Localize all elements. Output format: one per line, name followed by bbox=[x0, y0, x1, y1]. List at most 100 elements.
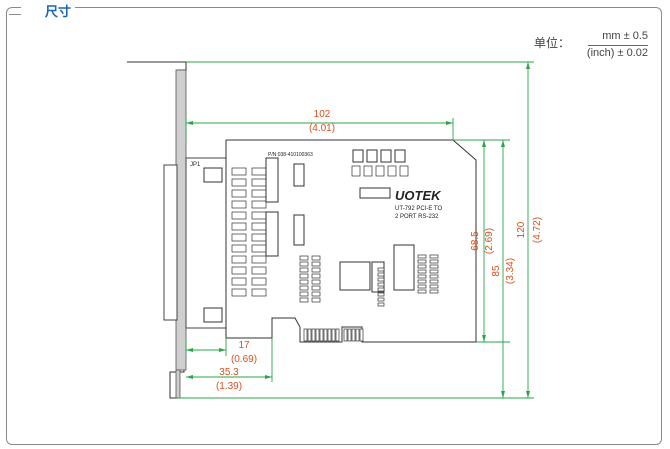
dim-h1-in: (2.69) bbox=[484, 228, 495, 254]
dim-w2-in: (1.39) bbox=[216, 381, 242, 392]
resistor bbox=[231, 222, 247, 231]
resistor bbox=[251, 255, 267, 264]
gold-finger bbox=[319, 328, 324, 342]
resistor bbox=[251, 266, 267, 275]
gold-finger bbox=[307, 328, 312, 342]
gold-finger bbox=[335, 328, 340, 342]
gold-finger bbox=[315, 328, 320, 342]
pin-header bbox=[417, 284, 427, 289]
unit-tolerance-mm: mm ± 0.5 bbox=[602, 30, 648, 42]
dim-width-mm: 102 bbox=[314, 109, 331, 120]
resistor bbox=[231, 211, 247, 220]
dim-h3-in: (4.72) bbox=[532, 217, 543, 243]
gold-finger bbox=[331, 328, 336, 342]
resistor bbox=[251, 167, 267, 176]
pin-header bbox=[417, 259, 427, 264]
gold-finger bbox=[303, 328, 308, 342]
pin-header bbox=[417, 289, 427, 294]
pin-header bbox=[429, 259, 439, 264]
pin-header bbox=[311, 273, 321, 279]
resistor bbox=[251, 222, 267, 231]
pin-header bbox=[377, 287, 385, 292]
pin-header bbox=[429, 264, 439, 269]
unit-tolerance-inch: (inch) ± 0.02 bbox=[586, 47, 648, 59]
resistor bbox=[251, 189, 267, 198]
pin-header bbox=[429, 274, 439, 279]
resistor bbox=[231, 244, 247, 253]
pin-header bbox=[377, 282, 385, 287]
pin-header bbox=[311, 255, 321, 261]
pin-header bbox=[417, 269, 427, 274]
pin-header bbox=[429, 289, 439, 294]
dim-h2-mm: 85 bbox=[491, 265, 502, 277]
unit-divider bbox=[588, 45, 648, 46]
pin-header bbox=[299, 255, 309, 261]
resistor bbox=[231, 167, 247, 176]
dimension-arrows bbox=[186, 62, 530, 398]
pin-header bbox=[299, 261, 309, 267]
pin-header bbox=[299, 273, 309, 279]
pin-header bbox=[417, 274, 427, 279]
pin-header bbox=[377, 267, 385, 272]
pin-header bbox=[299, 285, 309, 291]
brand-logo: UOTEK bbox=[395, 188, 442, 203]
gold-finger bbox=[359, 328, 364, 342]
pin-header bbox=[311, 267, 321, 273]
pcb-outline bbox=[225, 139, 477, 343]
pin-header bbox=[377, 277, 385, 282]
db-connector: JP1 bbox=[163, 157, 227, 329]
gold-finger bbox=[327, 328, 332, 342]
dim-w1-in: (0.69) bbox=[231, 354, 257, 365]
capacitor bbox=[387, 165, 397, 177]
resistor bbox=[251, 288, 267, 297]
dimension-lines bbox=[178, 61, 534, 399]
capacitor bbox=[375, 165, 385, 177]
resistor bbox=[251, 233, 267, 242]
gold-finger bbox=[355, 328, 360, 342]
section-title: 尺寸 bbox=[21, 5, 76, 19]
pin-header bbox=[311, 297, 321, 303]
unit-label: 单位： bbox=[533, 36, 570, 50]
model-line-2: 2 PORT RS-232 bbox=[395, 214, 439, 220]
resistor bbox=[231, 277, 247, 286]
resistor bbox=[231, 266, 247, 275]
resistor bbox=[251, 200, 267, 209]
gold-finger bbox=[311, 328, 316, 342]
capacitor bbox=[351, 165, 361, 177]
drawing-frame: 尺寸 bbox=[6, 5, 662, 445]
capacitor bbox=[399, 165, 409, 177]
dim-h3-mm: 120 bbox=[516, 221, 527, 238]
gold-finger bbox=[343, 328, 348, 342]
dim-w2-mm: 35.3 bbox=[219, 367, 239, 378]
part-number: P/N:038-410100363 bbox=[268, 152, 313, 158]
pin-header bbox=[429, 254, 439, 259]
dim-h1-mm: 68.5 bbox=[470, 231, 481, 251]
pin-header bbox=[377, 292, 385, 297]
pin-header bbox=[311, 285, 321, 291]
resistor bbox=[251, 277, 267, 286]
resistor bbox=[231, 255, 247, 264]
gold-finger bbox=[347, 328, 352, 342]
pin-header bbox=[417, 254, 427, 259]
frame-title-line bbox=[9, 14, 27, 15]
resistor bbox=[251, 211, 267, 220]
pin-header bbox=[417, 264, 427, 269]
connector-label: JP1 bbox=[190, 162, 201, 168]
resistor bbox=[231, 233, 247, 242]
resistor bbox=[251, 178, 267, 187]
pin-header bbox=[429, 269, 439, 274]
pin-header bbox=[377, 297, 385, 302]
model-line-1: UT-792 PCI-E TO bbox=[395, 206, 442, 212]
dim-width-in: (4.01) bbox=[309, 123, 335, 134]
pin-header bbox=[429, 284, 439, 289]
pin-header bbox=[417, 279, 427, 284]
pcb-components: P/N:038-410100363 UOTEK UT-792 PCI-E TO … bbox=[231, 149, 442, 307]
resistor bbox=[231, 200, 247, 209]
resistor bbox=[231, 288, 247, 297]
pin-header bbox=[311, 279, 321, 285]
gold-finger bbox=[323, 328, 328, 342]
pin-header bbox=[299, 267, 309, 273]
dim-h2-in: (3.34) bbox=[505, 258, 516, 284]
dim-w1-mm: 17 bbox=[238, 340, 250, 351]
